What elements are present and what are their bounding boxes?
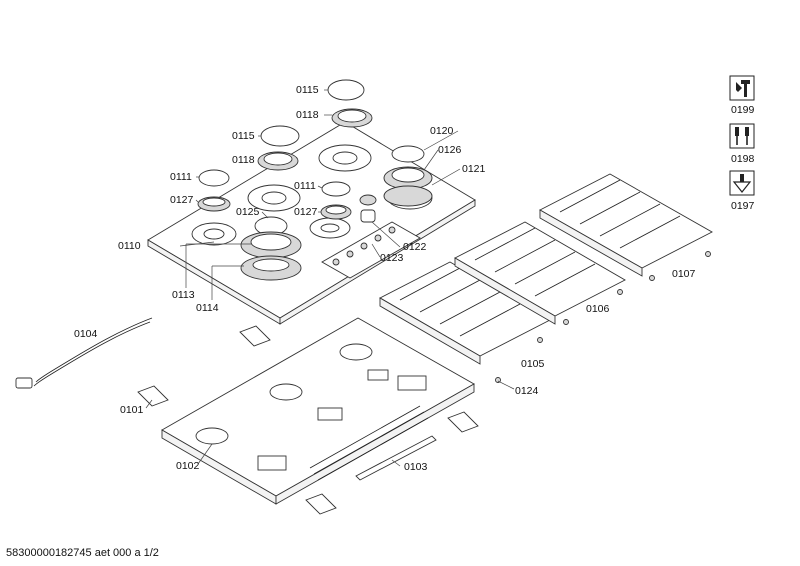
- tool-code-0197: 0197: [731, 200, 755, 212]
- label-0114: 0114: [196, 302, 219, 314]
- label-0110: 0110: [118, 240, 141, 252]
- pan-support-0106: [454, 221, 626, 325]
- rubber-feet: [495, 251, 711, 383]
- label-0101: 0101: [120, 404, 144, 416]
- label-0123: 0123: [380, 252, 404, 264]
- label-0102: 0102: [176, 460, 200, 472]
- screwdrivers-icon: [729, 123, 755, 149]
- label-0104: 0104: [74, 328, 98, 340]
- label-0115-mid: 0115: [232, 130, 255, 142]
- tool-code-0199: 0199: [731, 104, 755, 116]
- label-0118-mid: 0118: [232, 154, 255, 166]
- label-0125: 0125: [236, 206, 260, 218]
- label-0115-top: 0115: [296, 84, 319, 96]
- support-brackets: [137, 325, 479, 515]
- mains-cable: [15, 317, 153, 389]
- pan-support-0105: [379, 261, 551, 365]
- wrench-icon: [729, 75, 755, 101]
- label-0127-left: 0127: [170, 194, 194, 206]
- label-0121: 0121: [462, 163, 486, 175]
- base-tray: [161, 317, 475, 505]
- leader-lines: [145, 89, 515, 467]
- label-0111-mid: 0111: [294, 180, 316, 192]
- burner-caps-and-rings: [197, 79, 433, 281]
- label-0111-left: 0111: [170, 171, 192, 183]
- seal-strip: [355, 435, 437, 481]
- part-labels: 0115 0118 0115 0118 0120 0126 0121 0111 …: [74, 84, 696, 473]
- label-0106: 0106: [586, 303, 610, 315]
- label-0118-top: 0118: [296, 109, 319, 121]
- label-0105: 0105: [521, 358, 545, 370]
- tool-panel: 0199 0198 0197: [729, 75, 755, 212]
- grease-icon: [729, 170, 755, 196]
- document-id: 58300000182745 aet 000 a 1/2: [6, 547, 159, 559]
- label-0126: 0126: [438, 144, 462, 156]
- pan-support-0107: [539, 173, 713, 277]
- label-0113: 0113: [172, 289, 195, 301]
- label-0127-mid: 0127: [294, 206, 318, 218]
- label-0107: 0107: [672, 268, 696, 280]
- label-0103: 0103: [404, 461, 428, 473]
- label-0122: 0122: [403, 241, 427, 253]
- label-0120: 0120: [430, 125, 454, 137]
- tool-code-0198: 0198: [731, 153, 755, 165]
- label-0124: 0124: [515, 385, 539, 397]
